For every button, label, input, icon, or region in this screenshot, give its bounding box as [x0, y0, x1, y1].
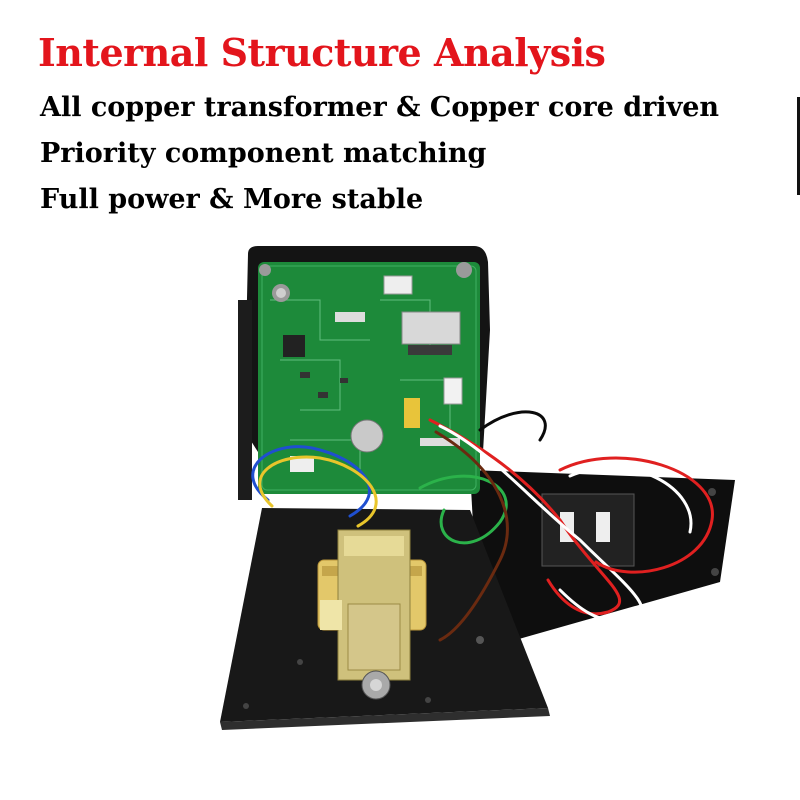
- edge-divider: [797, 97, 800, 195]
- power-socket: [541, 493, 635, 567]
- product-photo: [220, 246, 735, 730]
- feature-line-3: Full power & More stable: [40, 184, 424, 215]
- feature-line-2: Priority component matching: [40, 138, 487, 169]
- headline: Internal Structure Analysis: [38, 30, 606, 75]
- feature-line-1: All copper transformer & Copper core dri…: [40, 92, 720, 123]
- transformer: [317, 529, 427, 700]
